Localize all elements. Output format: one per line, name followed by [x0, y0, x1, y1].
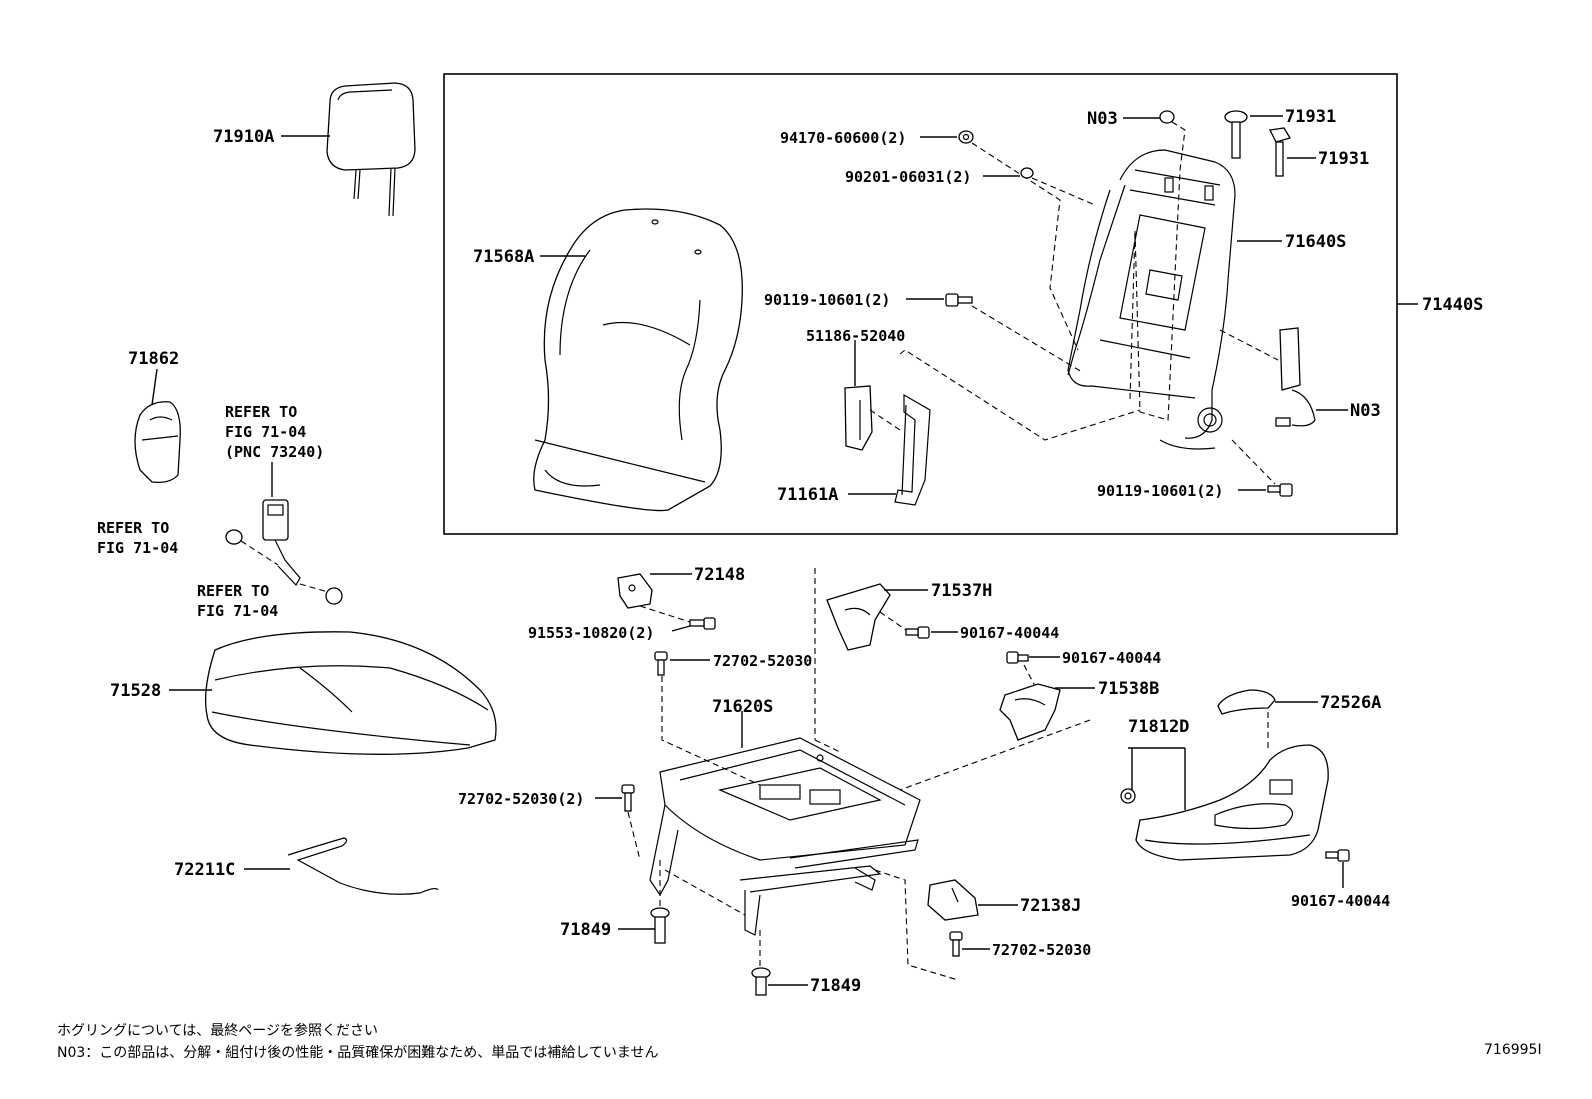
cover-71538B-part[interactable] [999, 683, 1061, 741]
refer-text-1c: (PNC 73240) [225, 443, 324, 461]
bolt-90167a-part[interactable] [905, 626, 930, 639]
seatback-cover-part[interactable] [533, 208, 743, 512]
label-71862: 71862 [128, 349, 179, 369]
washer-90201-part[interactable] [1020, 167, 1034, 179]
bolt-91553-part[interactable] [689, 617, 716, 630]
side-shield-71812D-part[interactable] [1135, 744, 1329, 861]
nut-94170-part[interactable] [958, 130, 974, 144]
label-71161A: 71161A [777, 485, 838, 505]
clip-71812D-part[interactable] [1120, 788, 1136, 804]
refer-text-1a: REFER TO [225, 403, 297, 421]
label-90201-06031: 90201-06031(2) [845, 168, 971, 186]
label-90167-40044-c: 90167-40044 [1291, 892, 1390, 910]
pin-71849b-part[interactable] [751, 967, 771, 996]
label-71568A: 71568A [473, 247, 534, 267]
label-51186-52040: 51186-52040 [806, 327, 905, 345]
knob-72526A-part[interactable] [1217, 689, 1276, 715]
label-72138J: 72138J [1020, 896, 1081, 916]
label-71910A: 71910A [213, 127, 274, 147]
label-71931a: 71931 [1285, 107, 1336, 127]
reinforcement-51186-part[interactable] [844, 385, 873, 451]
seat-cushion-part[interactable] [205, 631, 497, 755]
buckle-bolt-part[interactable] [225, 529, 243, 545]
label-71812D: 71812D [1128, 717, 1189, 737]
pin-71849a-part[interactable] [650, 907, 670, 944]
label-N03-side: N03 [1350, 401, 1381, 421]
label-90119-10601-upper: 90119-10601(2) [764, 291, 890, 309]
label-N03-top: N03 [1087, 109, 1118, 129]
holder-71862-part[interactable] [134, 401, 181, 483]
headrest-part[interactable] [326, 82, 416, 217]
label-91553-10820: 91553-10820(2) [528, 624, 654, 642]
bolt-90167c-part[interactable] [1325, 849, 1350, 862]
label-72702-52030-2: 72702-52030(2) [458, 790, 584, 808]
label-71640S: 71640S [1285, 232, 1346, 252]
label-72211C: 72211C [174, 860, 235, 880]
label-72702-52030-upper: 72702-52030 [713, 652, 812, 670]
bracket-72148-part[interactable] [617, 573, 653, 609]
bolt-72702b-part[interactable] [621, 784, 635, 812]
cover-72138J-part[interactable] [927, 879, 979, 921]
label-90167-40044-b: 90167-40044 [1062, 649, 1161, 667]
seat-adjuster-part[interactable] [649, 737, 921, 936]
label-72526A: 72526A [1320, 693, 1381, 713]
bolt-72702c-part[interactable] [949, 931, 963, 957]
refer-text-2b: FIG 71-04 [97, 539, 178, 557]
bracket-71161A-part[interactable] [894, 393, 931, 506]
label-72702-52030-lower: 72702-52030 [992, 941, 1091, 959]
cover-71537H-part[interactable] [826, 583, 891, 651]
bolt-90167b-part[interactable] [1006, 651, 1029, 664]
label-71440S: 71440S [1422, 295, 1483, 315]
label-71849-b: 71849 [810, 976, 861, 996]
refer-text-2a: REFER TO [97, 519, 169, 537]
n03-top-part[interactable] [1159, 110, 1175, 124]
refer-text-3a: REFER TO [197, 582, 269, 600]
label-71528: 71528 [110, 681, 161, 701]
label-94170-60600: 94170-60600(2) [780, 129, 906, 147]
note-line-2: N03：この部品は、分解・組付け後の性能・品質確保が困難なため、単品では補給して… [57, 1045, 659, 1061]
label-90119-10601-lower: 90119-10601(2) [1097, 482, 1223, 500]
wire-72211C-part[interactable] [287, 837, 439, 895]
label-71537H: 71537H [931, 581, 992, 601]
label-71620S: 71620S [712, 697, 773, 717]
label-71849-a: 71849 [560, 920, 611, 940]
bolt-72702a-part[interactable] [654, 651, 668, 676]
label-71931b: 71931 [1318, 149, 1369, 169]
label-90167-40044-a: 90167-40044 [960, 624, 1059, 642]
seatbelt-buckle-part[interactable] [262, 499, 301, 586]
label-71538B: 71538B [1098, 679, 1159, 699]
note-line-1: ホグリングについては、最終ページを参照ください [57, 1023, 379, 1039]
n03-side-module-part[interactable] [1275, 327, 1316, 427]
bolt-90119b-part[interactable] [1267, 483, 1293, 497]
label-72148: 72148 [694, 565, 745, 585]
refer-text-1b: FIG 71-04 [225, 423, 306, 441]
pin-71931b-part[interactable] [1269, 127, 1291, 177]
figure-id: 716995I [1484, 1042, 1542, 1058]
bolt-90119a-part[interactable] [945, 293, 973, 307]
pin-71931a-part[interactable] [1224, 110, 1248, 159]
buckle-nut-part[interactable] [325, 587, 343, 605]
refer-text-3b: FIG 71-04 [197, 602, 278, 620]
seatback-frame-part[interactable] [1067, 149, 1236, 450]
